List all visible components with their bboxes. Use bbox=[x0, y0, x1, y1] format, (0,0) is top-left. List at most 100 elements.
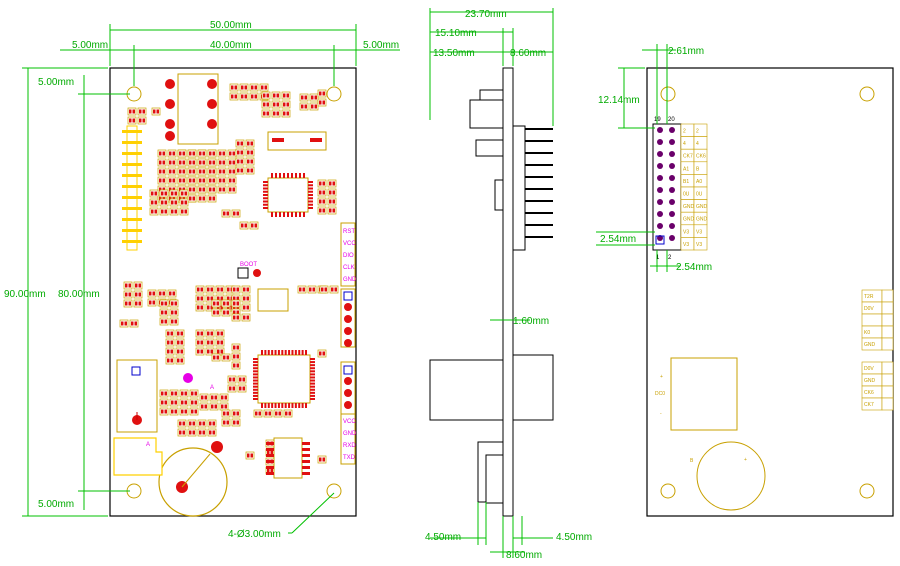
uart-txd: TXD bbox=[343, 455, 356, 461]
side-pin-label: D0V bbox=[864, 366, 874, 372]
pin-label-left: 2 bbox=[683, 129, 686, 135]
pin-label-left: B1 bbox=[683, 179, 689, 185]
dim-hole-bottom: 5.00mm bbox=[38, 499, 74, 510]
uart-header bbox=[340, 361, 356, 415]
pin-label-left: CK7 bbox=[683, 154, 693, 160]
back-header: 19 20 1 2 bbox=[652, 117, 682, 261]
dim-back-pitch-x: 2.61mm bbox=[668, 46, 704, 57]
label-a-1: A bbox=[210, 385, 214, 391]
front-view: BOOT RST VCC DIO CLK GND VCC GND bbox=[109, 67, 357, 517]
crystal bbox=[257, 288, 289, 312]
pin-label-right: V3 bbox=[696, 229, 702, 235]
mount-hole-tr bbox=[326, 86, 342, 102]
dim-hole-spacing: 40.00mm bbox=[210, 40, 252, 51]
uart-rxd: RXD bbox=[343, 443, 356, 449]
dim-side-bleft: 4.50mm bbox=[425, 532, 461, 543]
front-dimensions: 50.00mm 5.00mm 40.00mm 5.00mm 5.00mm 90.… bbox=[4, 20, 400, 540]
header-col1: 1 bbox=[656, 255, 660, 261]
swd-gnd: GND bbox=[343, 277, 357, 283]
boot-button: BOOT bbox=[237, 262, 261, 279]
dim-side-bmid: 8.60mm bbox=[506, 550, 542, 561]
side-header-pins bbox=[525, 128, 553, 238]
side-pcb bbox=[502, 67, 514, 517]
pin-label-right: V3 bbox=[696, 242, 702, 248]
header-col2: 2 bbox=[668, 255, 672, 261]
pin-label-left: V3 bbox=[683, 242, 689, 248]
left-pin-column bbox=[122, 125, 142, 251]
dim-side-total: 23.70mm bbox=[465, 9, 507, 20]
side-dimensions: 23.70mm 15.10mm 13.50mm 8.60mm 1.60mm 4.… bbox=[425, 8, 592, 561]
battery-mark: DC0 bbox=[655, 391, 665, 397]
dim-edge-left: 5.00mm bbox=[72, 40, 108, 51]
dim-side-pcb: 1.60mm bbox=[513, 316, 549, 327]
dim-hole-vertical: 80.00mm bbox=[58, 289, 100, 300]
small-mcu-chip bbox=[263, 173, 313, 217]
dim-side-d3: 8.60mm bbox=[510, 48, 546, 59]
side-pin-label: T2R bbox=[864, 294, 874, 300]
pin-label-right: GND bbox=[696, 217, 708, 223]
pin-label-left: GND bbox=[683, 204, 695, 210]
buzzer bbox=[158, 441, 228, 517]
side-pin-label: D0V bbox=[864, 306, 874, 312]
pin-label-right: 2 bbox=[696, 129, 699, 135]
main-mcu-chip bbox=[253, 350, 315, 408]
pin-label-left: A1 bbox=[683, 166, 689, 172]
side-pin-label: CK6 bbox=[864, 390, 874, 396]
side-view bbox=[429, 67, 554, 517]
pin-label-right: CK6 bbox=[696, 154, 706, 160]
dim-back-pitch-y: 2.54mm bbox=[600, 234, 636, 245]
pin-label-left: V3 bbox=[683, 229, 689, 235]
pin-label-right: 4 bbox=[696, 141, 699, 147]
side-pin-label: CK7 bbox=[864, 402, 874, 408]
dim-width-total: 50.00mm bbox=[210, 20, 252, 31]
pin-label-right: 0U bbox=[696, 192, 703, 198]
buzzer-mark: B bbox=[690, 458, 694, 464]
back-battery-footprint: + DC0 - bbox=[655, 357, 738, 431]
header-col20: 20 bbox=[668, 117, 675, 123]
battery-plus: + bbox=[660, 374, 663, 380]
pin-label-left: 0U bbox=[683, 192, 690, 198]
battery-minus: - bbox=[660, 411, 662, 417]
front-smd-pads bbox=[119, 83, 339, 475]
pin-label-right: GND bbox=[696, 204, 708, 210]
back-dimensions: 2.61mm 12.14mm 2.54mm 2.54mm bbox=[596, 44, 712, 273]
side-pin-label: GND bbox=[864, 378, 876, 384]
dim-back-row-height: 12.14mm bbox=[598, 95, 640, 106]
dim-back-pitch-x2: 2.54mm bbox=[676, 262, 712, 273]
led bbox=[183, 373, 193, 383]
battery-holder bbox=[116, 359, 158, 433]
top-components bbox=[165, 73, 327, 151]
uart-vcc: VCC bbox=[343, 419, 356, 425]
pin-label-right: B bbox=[696, 166, 700, 172]
swd-rst: RST bbox=[343, 229, 355, 235]
swd-vcc: VCC bbox=[343, 241, 356, 247]
swd-header bbox=[340, 288, 356, 348]
dim-edge-right: 5.00mm bbox=[363, 40, 399, 51]
pin-label-right: A0 bbox=[696, 179, 702, 185]
soic-chip bbox=[266, 437, 310, 479]
dim-height-total: 90.00mm bbox=[4, 289, 46, 300]
dim-holes: 4-Ø3.00mm bbox=[228, 529, 281, 540]
header-col19: 19 bbox=[654, 117, 661, 123]
side-pin-label: K0 bbox=[864, 330, 870, 336]
label-a-2: A bbox=[146, 442, 150, 448]
boot-label: BOOT bbox=[240, 262, 257, 268]
uart-label-column: VCC GND RXD TXD bbox=[340, 413, 357, 465]
side-pin-label: GND bbox=[864, 342, 876, 348]
dim-hole-top: 5.00mm bbox=[38, 77, 74, 88]
swd-clk: CLK bbox=[343, 265, 355, 271]
back-buzzer-footprint: B + bbox=[690, 441, 766, 511]
mount-hole-br bbox=[326, 483, 342, 499]
keepout-area bbox=[113, 437, 163, 476]
swd-dio: DIO bbox=[343, 253, 354, 259]
pin-label-left: 4 bbox=[683, 141, 686, 147]
dim-side-bright: 4.50mm bbox=[556, 532, 592, 543]
buzzer-plus: + bbox=[744, 457, 747, 463]
swd-label-column: RST VCC DIO CLK GND bbox=[340, 222, 357, 287]
side-battery bbox=[429, 359, 504, 421]
uart-gnd: GND bbox=[343, 431, 357, 437]
